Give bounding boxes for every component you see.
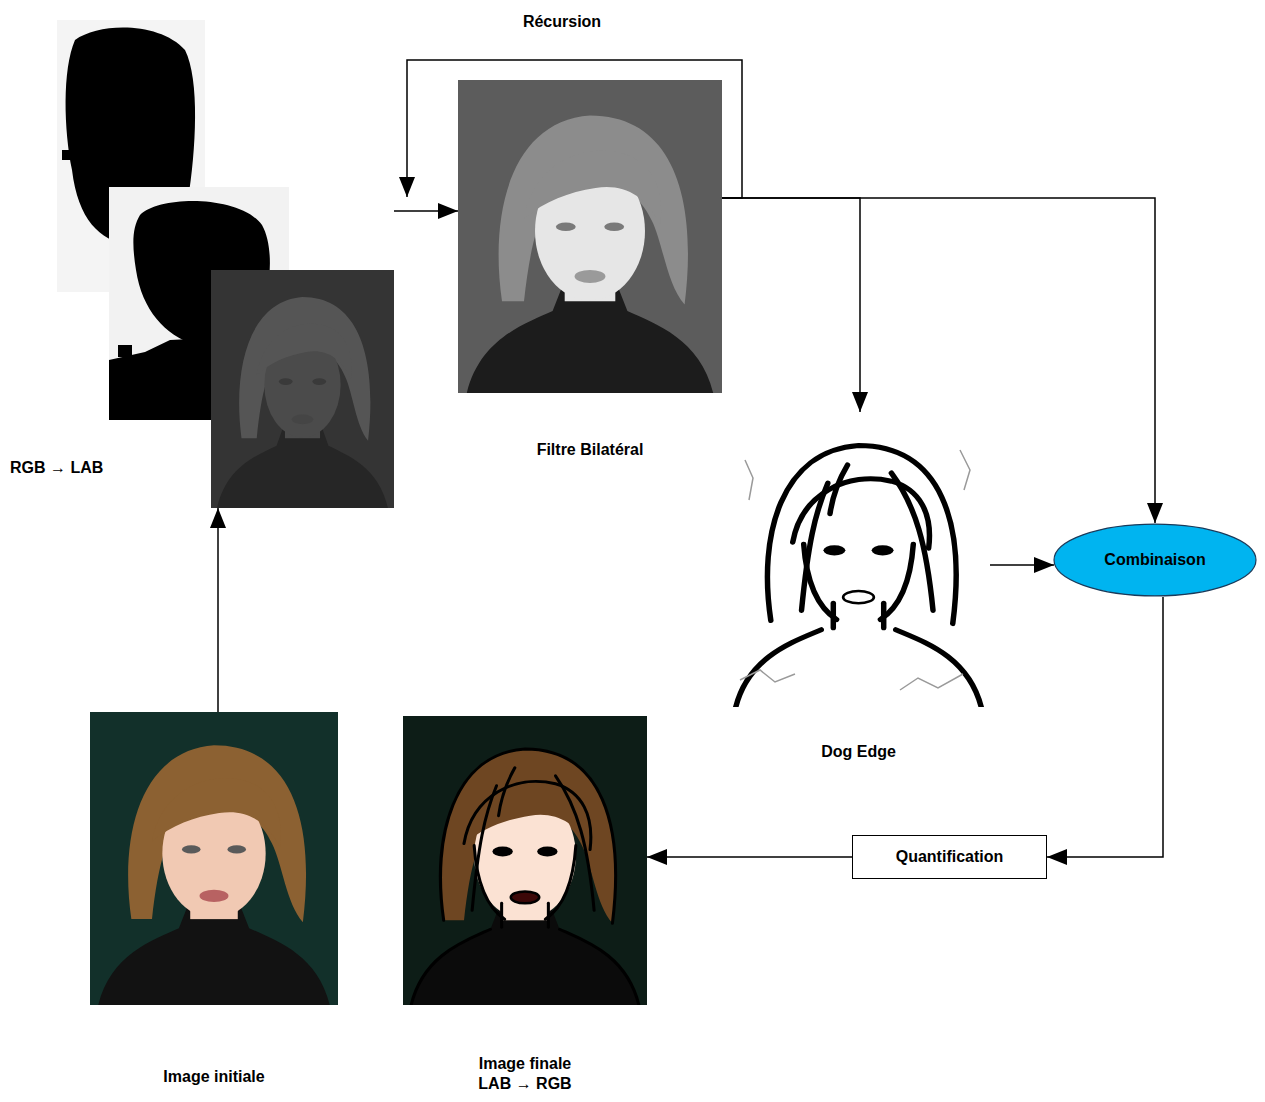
flow-arrow	[647, 856, 852, 858]
lab-channel-image	[211, 270, 394, 508]
image-panel: Image initiale	[90, 712, 338, 1087]
flow-arrow	[217, 508, 219, 712]
image-caption: Image initiale	[163, 1067, 264, 1087]
flow-arrow	[722, 198, 860, 412]
flow-arrow	[407, 60, 742, 198]
filtered-image	[458, 80, 722, 393]
final-image-lines	[411, 749, 639, 1005]
process-label: Combinaison	[1104, 550, 1205, 570]
final-image	[403, 716, 647, 1005]
image-panel: Image finale LAB → RGB	[403, 716, 647, 1094]
edge-label: Récursion	[519, 11, 605, 33]
image-panel: Filtre Bilatéral	[458, 80, 722, 460]
flow-arrow	[990, 564, 1054, 566]
flow-arrow	[394, 210, 458, 212]
image-panel: Dog Edge	[727, 412, 990, 762]
flow-arrow	[722, 198, 1155, 523]
edge-image-ground	[727, 412, 990, 707]
edge-texture	[740, 450, 970, 690]
image-caption: RGB → LAB	[10, 458, 103, 478]
image-caption: Image finale LAB → RGB	[468, 1054, 583, 1094]
process-ellipse: Combinaison	[1053, 523, 1257, 597]
initial-image	[90, 712, 338, 1005]
process-box: Quantification	[852, 835, 1047, 879]
process-label: Quantification	[896, 847, 1004, 867]
flow-arrow	[1047, 597, 1163, 857]
image-caption: Filtre Bilatéral	[537, 440, 644, 460]
image-caption-group: RGB → LAB	[10, 20, 394, 508]
image-caption: Dog Edge	[821, 742, 896, 762]
edge-image	[736, 446, 981, 707]
